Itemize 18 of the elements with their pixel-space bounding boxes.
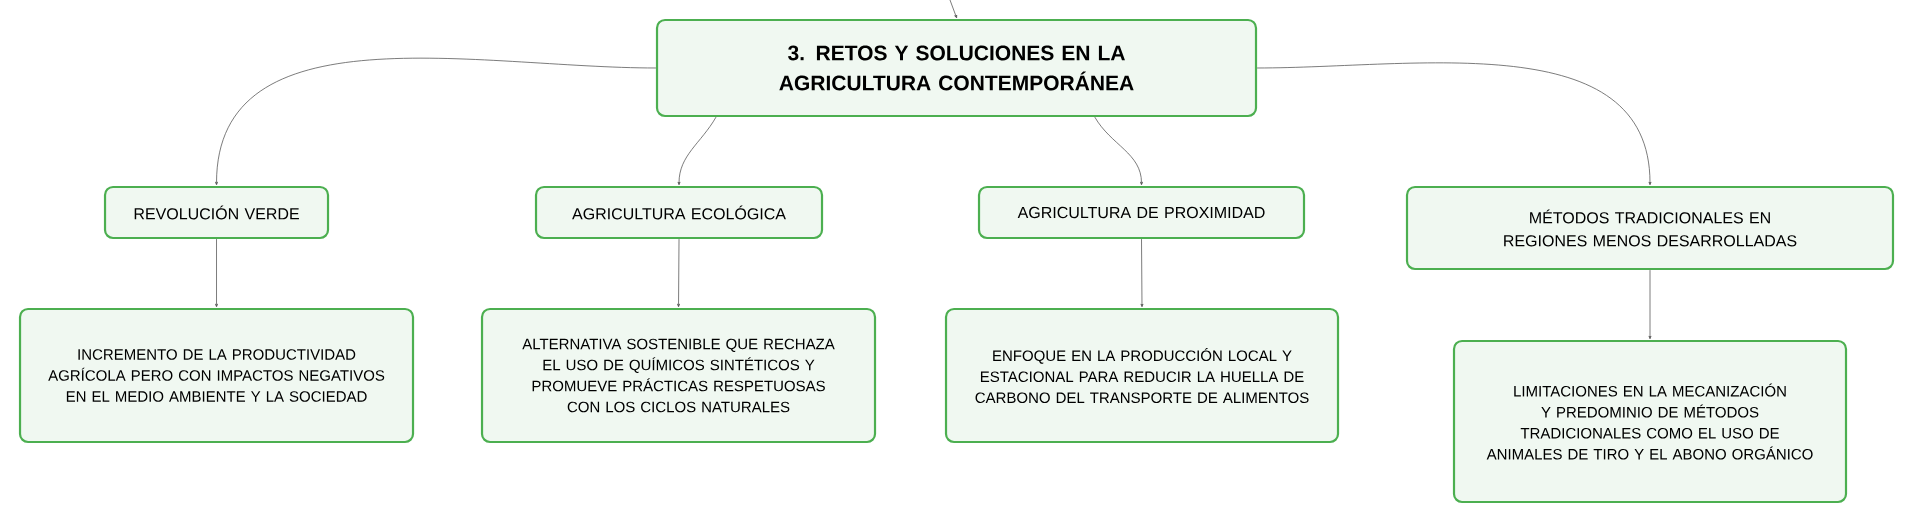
arrow — [1256, 62, 1652, 186]
arrow — [949, 0, 958, 19]
arrow — [1140, 238, 1144, 308]
arrow — [677, 238, 681, 308]
topic-box: AGRICULTURA DE PROXIMIDAD — [977, 185, 1306, 240]
arrow — [215, 238, 218, 308]
topic-box: INCREMENTO DE LA PRODUCTIVIDAD AGRÍCOLA PERO CON IMPACTOS NEGATIVOS EN EL MEDIO AMBIENTE Y LA SOCIEDAD — [18, 307, 415, 444]
arrow — [215, 57, 657, 186]
topic-box: ENFOQUE EN LA PRODUCCIÓN LOCAL Y ESTACIONAL PARA REDUCIR LA HUELLA DE CARBONO DEL TRANSPORTE DE ALIMENTOS — [944, 307, 1340, 444]
topic-box: LIMITACIONES EN LA MECANIZACIÓN Y PREDOMINIO DE MÉTODOS TRADICIONALES COMO EL USO DE ANIMALES DE TIRO Y EL ABONO ORGÁNICO — [1452, 339, 1848, 504]
topic-box: ALTERNATIVA SOSTENIBLE QUE RECHAZA EL USO DE QUÍMICOS SINTÉTICOS Y PROMUEVE PRÁCTICAS RESPETUOSAS CON LOS CICLOS NATURALES — [480, 307, 877, 444]
topic-box: AGRICULTURA ECOLÓGICA — [534, 185, 824, 240]
arrow — [677, 116, 717, 186]
title-box: 3. RETOS Y SOLUCIONES EN LA AGRICULTURA CONTEMPORÁNEA — [655, 18, 1258, 118]
arrow — [1094, 116, 1143, 186]
topic-box: MÉTODOS TRADICIONALES EN REGIONES MENOS DESARROLLADAS — [1405, 185, 1895, 271]
topic-box: REVOLUCIÓN VERDE — [103, 185, 330, 240]
arrow — [1648, 269, 1652, 340]
